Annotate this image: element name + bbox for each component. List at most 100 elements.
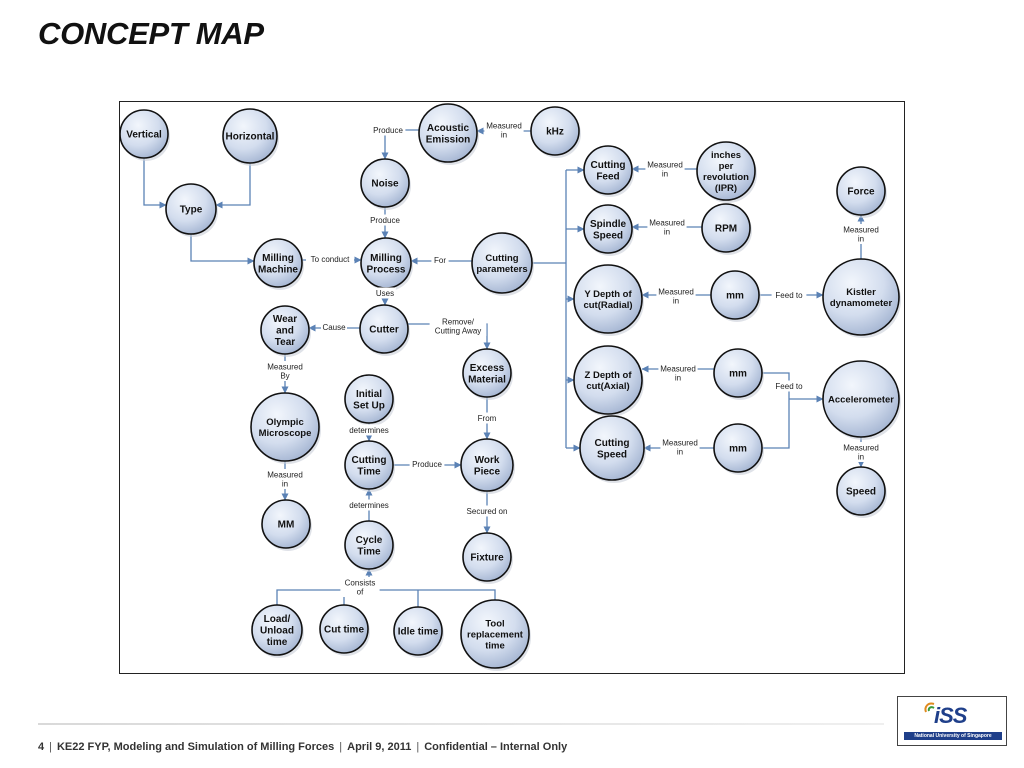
footer-divider	[38, 723, 884, 725]
node-circle	[253, 238, 303, 288]
node-label: Type	[180, 205, 203, 216]
node-circle	[530, 106, 580, 156]
node-label: and	[276, 326, 294, 337]
node-label: Microscope	[259, 428, 312, 439]
connection-label: in	[858, 235, 864, 244]
connection-label: Measured	[649, 219, 685, 228]
connection-label: Measured	[486, 122, 522, 131]
node-label: Piece	[474, 466, 501, 477]
footer-course: KE22 FYP, Modeling and Simulation of Mil…	[56, 741, 335, 753]
node-label: Accelerometer	[828, 394, 894, 405]
node-circle	[344, 440, 394, 490]
node-label: revolution	[703, 172, 749, 183]
connection-label: Measured	[660, 365, 696, 374]
node-label: Speed	[593, 230, 623, 241]
node-label: Cycle	[356, 535, 383, 546]
node-circle	[393, 606, 443, 656]
connection-label: in	[662, 170, 668, 179]
connection-label-background	[463, 505, 511, 517]
node-label: Spindle	[590, 219, 627, 230]
node-circle	[260, 305, 310, 355]
footer-separator: |	[339, 741, 343, 753]
node-label: inches	[711, 150, 741, 161]
node-idle-time: Idle time	[393, 606, 444, 658]
node-label: mm	[729, 444, 747, 455]
connection-label-background	[367, 214, 403, 226]
node-label: Cut time	[324, 625, 364, 636]
node-type: Type	[165, 183, 218, 237]
connection-label: in	[664, 228, 670, 237]
connection-label-background	[409, 458, 445, 470]
connection-label-background	[429, 316, 487, 336]
page-number: 4	[38, 741, 45, 753]
node-circle	[120, 109, 169, 159]
connection-label: Remove/	[442, 318, 475, 327]
node-circle	[579, 415, 645, 481]
node-label: Kistler	[846, 287, 876, 298]
node-vertical: Vertical	[120, 109, 170, 161]
node-fixture: Fixture	[462, 532, 513, 584]
node-label: Idle time	[398, 627, 439, 638]
slide-title: CONCEPT MAP	[38, 16, 264, 51]
node-label: Process	[367, 264, 406, 275]
node-label: Tool	[485, 618, 504, 629]
node-circle	[701, 203, 751, 253]
connector-consists-of-bus	[276, 589, 496, 605]
node-label: Load/	[264, 614, 291, 625]
node-label: cut(Axial)	[586, 381, 629, 392]
logo-swirl-icon	[924, 702, 935, 713]
connection-label: in	[677, 448, 683, 457]
node-label: mm	[726, 291, 744, 302]
node-circle	[462, 532, 512, 582]
node-circle	[344, 374, 394, 424]
node-circle	[573, 264, 643, 334]
connection-label-background	[374, 287, 396, 299]
node-label: Milling	[262, 253, 294, 264]
node-label: Emission	[426, 134, 470, 145]
connection-label-background	[841, 442, 881, 462]
node-label: Material	[468, 374, 506, 385]
connection-label: Feed to	[775, 382, 803, 391]
footer-date: April 9, 2011	[347, 741, 412, 753]
node-label: mm	[729, 369, 747, 380]
iss-logo: iSS National University of Singapore	[897, 696, 1007, 746]
connector-horizontal-type	[215, 163, 251, 209]
node-label: Tear	[275, 337, 295, 348]
node-label: per	[719, 161, 734, 172]
node-label: Cutting	[595, 438, 630, 449]
connection-label: From	[478, 414, 497, 423]
connection-label: in	[673, 297, 679, 306]
connector-vertical-type	[143, 158, 167, 209]
connection-label: Measured	[843, 444, 879, 453]
connection-label: determines	[349, 501, 389, 510]
node-circle	[460, 599, 530, 669]
connection-label: in	[858, 453, 864, 462]
node-cut-time: Cut time	[319, 604, 370, 656]
node-label: Initial	[356, 389, 382, 400]
node-circle	[359, 304, 409, 354]
node-label: Wear	[273, 314, 297, 325]
node-label: Cutter	[369, 325, 399, 336]
node-horizontal: Horizontal	[222, 108, 279, 166]
connection-label-background	[306, 253, 354, 265]
node-label: Cutting	[591, 160, 626, 171]
connection-label: in	[501, 131, 507, 140]
node-label: dynamometer	[830, 298, 893, 309]
node-circle	[344, 520, 394, 570]
node-circle	[261, 499, 311, 549]
node-rpm: RPM	[701, 203, 752, 255]
connection-label: in	[282, 480, 288, 489]
node-circle	[583, 204, 633, 254]
connection-label-background	[771, 289, 807, 301]
node-label: parameters	[476, 264, 527, 275]
node-label: Unload	[260, 626, 294, 637]
